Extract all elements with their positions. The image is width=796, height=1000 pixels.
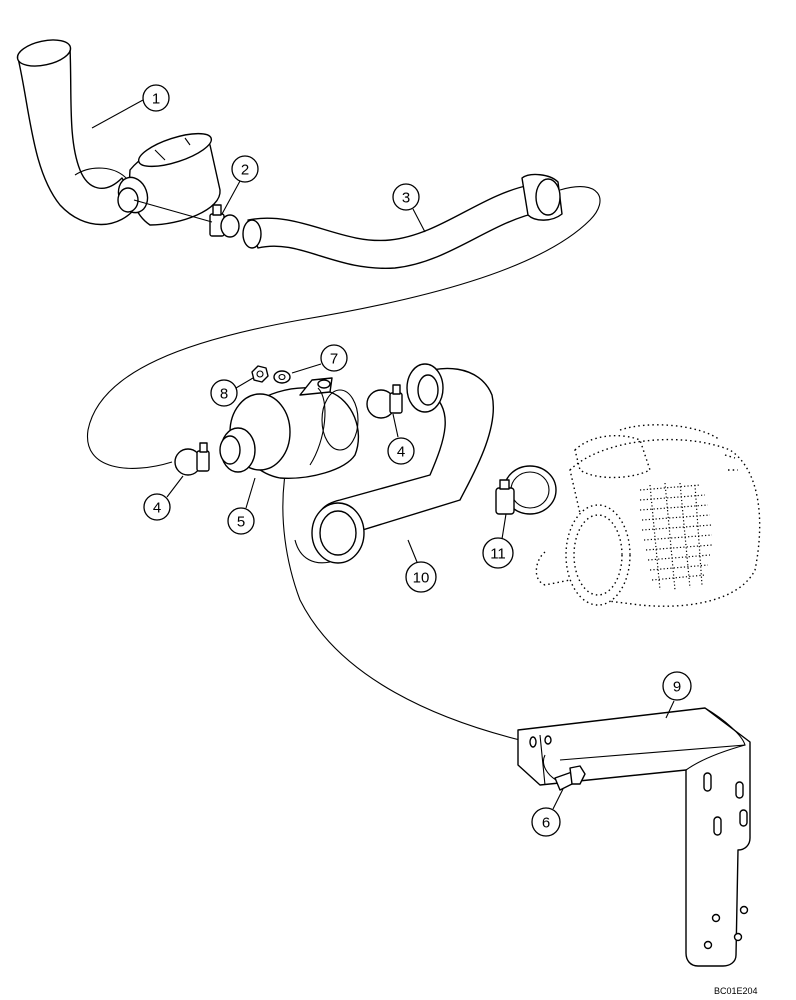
leader-4-left — [166, 475, 184, 498]
air-cleaner-reference — [535, 424, 761, 607]
callout-4-left: 4 — [143, 493, 171, 521]
callout-5: 5 — [227, 507, 255, 535]
callout-1: 1 — [142, 84, 170, 112]
leader-5 — [245, 477, 256, 509]
svg-text:8: 8 — [220, 386, 228, 403]
leader-2 — [221, 180, 241, 215]
svg-text:9: 9 — [673, 679, 681, 696]
muffler — [117, 132, 221, 226]
callout-11: 11 — [482, 537, 514, 569]
leader-7 — [291, 363, 322, 374]
leader-8 — [235, 377, 254, 389]
callout-3: 3 — [392, 183, 420, 211]
svg-text:1: 1 — [152, 91, 160, 108]
routing-tube — [87, 186, 601, 469]
svg-text:4: 4 — [397, 444, 405, 461]
clamp-part-11 — [495, 465, 557, 515]
drawing-code: BC01E204 — [714, 986, 758, 996]
svg-text:10: 10 — [413, 570, 430, 587]
callout-9: 9 — [662, 671, 692, 701]
svg-text:6: 6 — [542, 815, 550, 832]
leader-9 — [665, 700, 675, 719]
leader-11 — [501, 513, 507, 540]
svg-text:7: 7 — [330, 351, 338, 368]
bracket-part-9 — [517, 707, 751, 967]
svg-text:5: 5 — [237, 514, 245, 531]
leader-2b — [133, 199, 213, 223]
callout-7: 7 — [320, 344, 348, 372]
leader-6 — [552, 788, 564, 810]
svg-text:11: 11 — [490, 546, 506, 563]
clamp-part-4-left — [174, 442, 210, 476]
precleaner-part-5 — [219, 377, 360, 479]
leader-4-right — [392, 413, 399, 438]
callout-8: 8 — [210, 379, 238, 407]
leader-1 — [91, 99, 144, 129]
svg-text:2: 2 — [241, 162, 249, 179]
washer-part-7 — [273, 370, 291, 384]
callout-2: 2 — [231, 155, 259, 183]
svg-text:4: 4 — [153, 500, 161, 517]
leader-3 — [412, 208, 426, 233]
callout-10: 10 — [405, 561, 437, 593]
hose-part-3 — [242, 173, 563, 269]
nut-part-8 — [251, 365, 269, 383]
clamp-part-4-right — [366, 384, 403, 419]
callout-4-right: 4 — [387, 437, 415, 465]
clamp-part-2 — [209, 204, 240, 238]
svg-text:3: 3 — [402, 190, 410, 207]
leader-10 — [407, 539, 418, 563]
callout-6: 6 — [531, 807, 561, 837]
hose-part-10 — [294, 363, 494, 564]
bolt-part-6 — [542, 754, 586, 791]
